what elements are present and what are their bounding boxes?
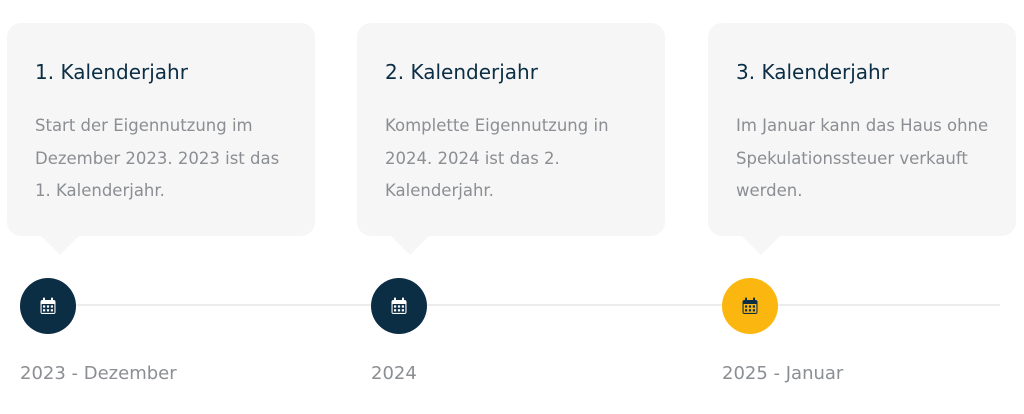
card-description: Start der Eigennutzung im Dezember 2023.… xyxy=(35,116,280,200)
calendar-icon xyxy=(40,297,56,314)
timeline-date-3: 2025 - Januar xyxy=(722,363,844,384)
calendar-icon xyxy=(742,297,758,314)
timeline-line xyxy=(48,304,1000,306)
timeline-marker-3 xyxy=(722,278,778,334)
timeline-date-1: 2023 - Dezember xyxy=(20,363,177,384)
calendar-icon xyxy=(391,297,407,314)
timeline-card-2: 2. Kalenderjahr Komplette Eigennutzung i… xyxy=(357,23,665,255)
timeline-card-1: 1. Kalenderjahr Start der Eigennutzung i… xyxy=(7,23,315,255)
timeline-date-2: 2024 xyxy=(371,363,417,384)
card-title: 3. Kalenderjahr xyxy=(736,60,889,84)
card-title: 1. Kalenderjahr xyxy=(35,60,188,84)
card-description: Komplette Eigennutzung in 2024. 2024 ist… xyxy=(385,116,609,200)
card-title: 2. Kalenderjahr xyxy=(385,60,538,84)
timeline-card-3: 3. Kalenderjahr Im Januar kann das Haus … xyxy=(708,23,1016,255)
card-description: Im Januar kann das Haus ohne Spekulation… xyxy=(736,116,989,200)
timeline-marker-2 xyxy=(371,278,427,334)
timeline-marker-1 xyxy=(20,278,76,334)
